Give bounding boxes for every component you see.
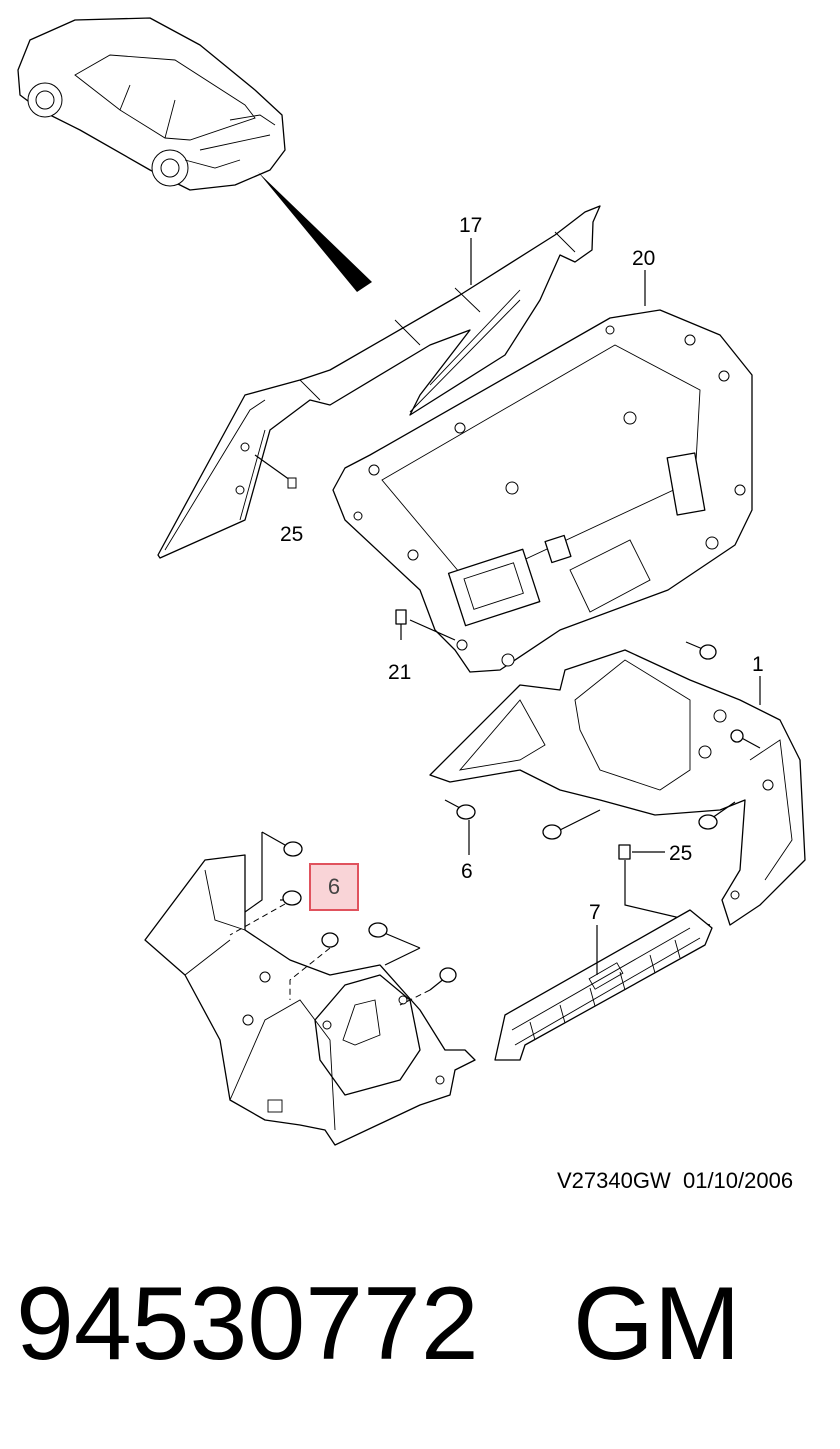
reference-date: 01/10/2006: [682, 1168, 794, 1193]
part-25-lower-screw: [618, 844, 711, 926]
exploded-parts-diagram: 17 25 20 21: [17, 17, 806, 1146]
callout-20: 20: [632, 247, 655, 270]
left-side-trim: [144, 854, 476, 1146]
diagram-reference: V27340GW 01/10/2006: [557, 1168, 793, 1194]
brand-name: GM: [573, 1266, 741, 1382]
car-overview-illustration: [17, 17, 286, 191]
callout-1: 1: [752, 653, 764, 676]
part-21-screw: [395, 609, 456, 641]
callout-17: 17: [459, 214, 482, 237]
part-6-clips-right: [444, 641, 761, 840]
car-leader-wedge: [258, 172, 372, 292]
part-7-sill-plate: [494, 909, 713, 1061]
part-25-upper-screw: [254, 454, 297, 489]
callout-6: 6: [461, 860, 473, 883]
highlighted-callout-label: 6: [327, 874, 341, 899]
part-20-trunk-lid-panel: [332, 309, 753, 673]
left-screws: [229, 831, 457, 1006]
part-number: 94530772: [16, 1266, 479, 1382]
part-1-right-side-trim: [429, 649, 806, 926]
callout-21: 21: [388, 661, 411, 684]
highlighted-callout-box: [309, 863, 359, 911]
callout-7: 7: [589, 901, 601, 924]
reference-code: V27340GW: [557, 1168, 671, 1193]
part-17-package-tray: [157, 205, 601, 559]
callout-25-upper: 25: [280, 523, 303, 546]
callout-25-lower: 25: [669, 842, 692, 865]
